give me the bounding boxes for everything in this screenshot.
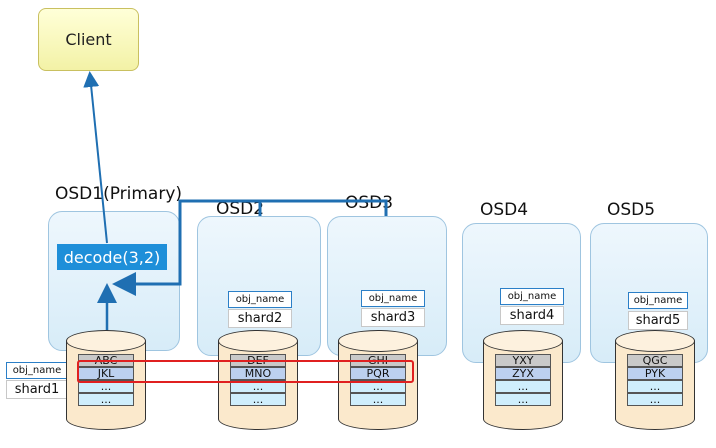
osd1-box: [48, 211, 180, 351]
osd4-label: OSD4: [480, 200, 529, 220]
osd5-shard-label: shard5: [628, 311, 688, 330]
data-shard-highlight: [77, 360, 414, 383]
osd4-cell-3: ...: [495, 380, 551, 393]
osd3-disk: GHI PQR ... ...: [338, 330, 418, 430]
osd2-cell-3: ...: [230, 380, 286, 393]
osd3-cell-3: ...: [350, 380, 406, 393]
osd1-disk: ABC JKL ... ...: [66, 330, 146, 430]
osd1-cell-4: ...: [78, 393, 134, 406]
osd4-shard-label: shard4: [500, 306, 564, 325]
decode-label: decode(3,2): [57, 244, 167, 270]
osd4-obj-name-tag: obj_name: [500, 288, 564, 305]
osd2-cell-4: ...: [230, 393, 286, 406]
osd4-disk: YXY ZYX ... ...: [483, 330, 563, 430]
osd3-label: OSD3: [345, 193, 394, 213]
osd-to-client-arrow: [83, 71, 108, 244]
osd2-shard-label: shard2: [228, 309, 292, 328]
osd2-label: OSD2: [216, 199, 265, 219]
osd3-cell-2: PQR: [350, 367, 406, 380]
osd3-cell-4: ...: [350, 393, 406, 406]
osd1-cell-2: JKL: [78, 367, 134, 380]
osd4-cell-2: ZYX: [495, 367, 551, 380]
osd2-cell-2: MNO: [230, 367, 286, 380]
osd5-cell-4: ...: [627, 393, 683, 406]
client-node: Client: [38, 8, 139, 71]
osd4-cell-4: ...: [495, 393, 551, 406]
osd5-cell-2: PYK: [627, 367, 683, 380]
osd5-obj-name-tag: obj_name: [628, 292, 688, 309]
shard-collect-line: [258, 199, 388, 216]
osd5-cell-1: QGC: [627, 354, 683, 367]
client-label: Client: [65, 30, 112, 49]
osd5-disk: QGC PYK ... ...: [615, 330, 695, 430]
osd3-shard-label: shard3: [361, 308, 425, 327]
osd2-obj-name-tag: obj_name: [228, 291, 292, 308]
osd1-obj-name-tag: obj_name: [6, 362, 68, 379]
osd1-shard-label: shard1: [6, 380, 68, 399]
osd4-cell-1: YXY: [495, 354, 551, 367]
osd5-label: OSD5: [607, 200, 656, 220]
osd5-cell-3: ...: [627, 380, 683, 393]
osd1-cell-3: ...: [78, 380, 134, 393]
shards-to-decode-arrow: [112, 199, 260, 296]
osd1-label: OSD1(Primary): [55, 184, 183, 204]
osd3-obj-name-tag: obj_name: [361, 290, 425, 307]
osd2-disk: DEF MNO ... ...: [218, 330, 298, 430]
